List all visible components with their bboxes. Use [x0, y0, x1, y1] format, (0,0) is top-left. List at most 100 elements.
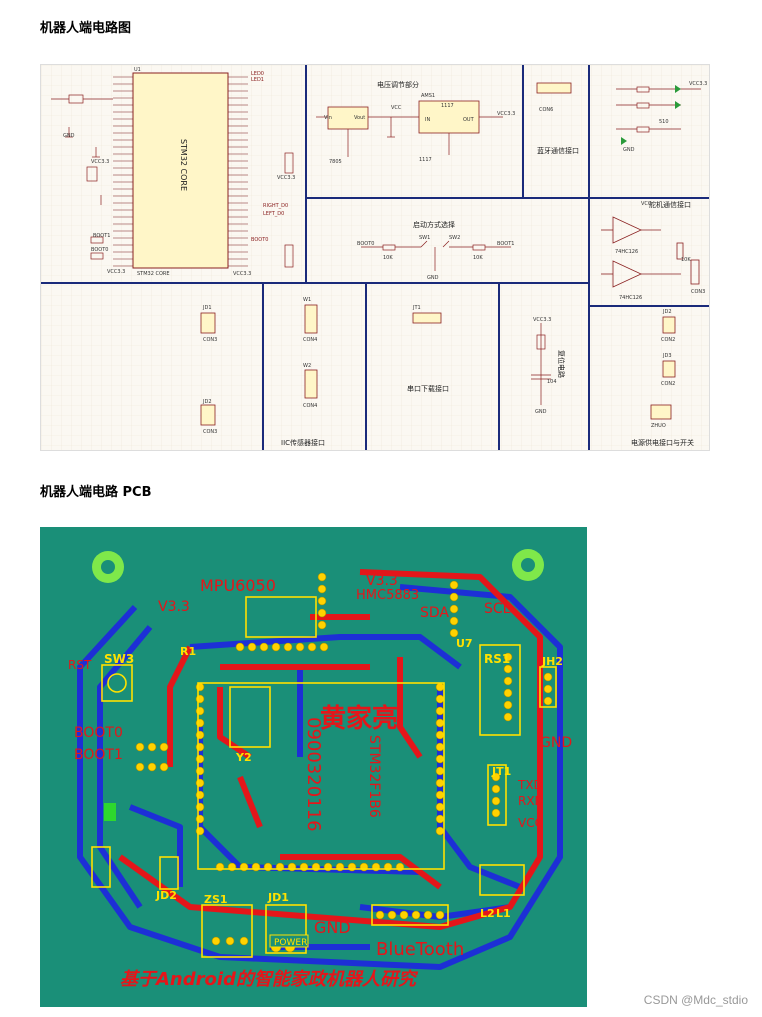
mcu-core-label: STM32 CORE: [179, 139, 188, 191]
silk-author: 黄家亮: [320, 703, 398, 734]
smd-part: [104, 803, 116, 821]
jd3r-label: JD3: [662, 353, 672, 359]
pcb-drawing: MPU6050 V3.3 V3.3 HMC5883 SDA SCL BOOT0 …: [68, 549, 572, 990]
jd3-right-connector: [662, 360, 676, 378]
reset-circuit: [531, 323, 551, 405]
pcb-pads: [135, 572, 553, 953]
silk-red: MPU6050 V3.3 V3.3 HMC5883 SDA SCL BOOT0 …: [68, 573, 572, 990]
w2-con: CON4: [303, 403, 317, 409]
boot0-net: BOOT0: [251, 237, 268, 243]
watermark: CSDN @Mdc_stdio: [643, 993, 748, 1007]
reg-in: IN: [425, 117, 430, 123]
boot-res-1: 10K: [383, 255, 393, 261]
bt-con6: CON6: [539, 107, 553, 113]
boot-section-title: 启动方式选择: [413, 220, 455, 229]
silk-gnd-right: GND: [540, 735, 572, 751]
reset-section-title: 复位电路: [557, 350, 566, 378]
right-vcc-label: VCC3.3: [277, 175, 295, 181]
left-passives: [51, 94, 113, 260]
pcb-heading: 机器人端电路 PCB: [40, 485, 152, 500]
reg-out: OUT: [463, 117, 475, 123]
section-dividers: [41, 65, 709, 450]
schematic-heading: 机器人端电路图: [40, 21, 132, 36]
servo-vcc: VCC: [641, 201, 652, 207]
servo-con3: CON3: [691, 289, 705, 295]
mcu-bottom-label: STM32 CORE: [137, 271, 170, 277]
left-gnd-label: GND: [63, 133, 75, 139]
voltage-section-title: 电压调节部分: [377, 80, 419, 89]
led-diode-1: [675, 85, 681, 93]
silk-sda: SDA: [420, 605, 449, 621]
pcb-image: MPU6050 V3.3 V3.3 HMC5883 SDA SCL BOOT0 …: [40, 527, 587, 1007]
reg-vout: Vout: [354, 115, 365, 121]
mcu-ref: U1: [134, 67, 141, 73]
power-label-box: [269, 934, 309, 948]
silk-bluetooth: BlueTooth: [376, 939, 464, 960]
boot0-net-2: BOOT0: [357, 241, 374, 247]
jd1-con: CON3: [203, 337, 217, 343]
servo-section-title: 舵机通信接口: [649, 200, 691, 209]
led-res: 510: [659, 119, 669, 125]
silk-sw3: SW3: [104, 652, 134, 666]
silk-yellow: SW3 RS1 JH2 JT1 ZS1 JD1 JD2 L2 L1 R1 U7 …: [104, 637, 563, 920]
jt1-connector: [412, 312, 442, 324]
reg-1117: 1117: [419, 157, 432, 163]
jd2-right-connector: [662, 316, 676, 334]
reg-vcc33: VCC3.3: [497, 111, 515, 117]
reg-7805: 7805: [329, 159, 342, 165]
iic-section-title: IIC传感器接口: [281, 438, 325, 447]
jd2r-con: CON2: [661, 337, 675, 343]
reg-ams: AMS1: [421, 93, 435, 99]
mcu-vcc-label: VCC3.3: [107, 269, 125, 275]
led-diode-2: [675, 101, 681, 109]
reg-vin: Vin: [324, 115, 332, 121]
boot-gnd: GND: [427, 275, 439, 281]
boot-res-2: 10K: [473, 255, 483, 261]
silk-zs1: ZS1: [204, 893, 228, 906]
jd2-connector: [200, 404, 216, 426]
jd2-label: JD2: [202, 399, 212, 405]
silk-l1: L1: [496, 907, 511, 920]
regulator-wires: [316, 116, 503, 157]
bt-connector: [536, 82, 572, 94]
led0-label: LED0: [251, 71, 264, 77]
boot1-net-2: BOOT1: [497, 241, 514, 247]
w2-label: W2: [303, 363, 311, 369]
reset-vcc: VCC3.3: [533, 317, 551, 323]
silk-gnd: GND: [314, 918, 351, 937]
boot-sw1: SW1: [419, 235, 430, 241]
buffer-1: 74HC126: [615, 249, 638, 255]
silk-jh2: JH2: [541, 655, 563, 668]
component-outlines: [91, 596, 557, 958]
right-d0-label: RIGHT_D0: [263, 203, 288, 209]
led-vcc: VCC3.3: [689, 81, 707, 87]
silk-vcc: VCC: [518, 816, 543, 830]
left-d0-label: LEFT_D0: [263, 211, 284, 217]
reset-cap: 104: [547, 379, 557, 385]
w1-connector: [304, 304, 318, 334]
right-vcc2-label: VCC3.3: [233, 271, 251, 277]
silk-v33-1: V3.3: [158, 599, 190, 615]
silk-v33-2: V3.3: [366, 573, 398, 589]
led-gnd: GND: [623, 147, 635, 153]
silk-u7: U7: [456, 637, 473, 650]
w1-label: W1: [303, 297, 311, 303]
boot-sw2: SW2: [449, 235, 460, 241]
silk-rxd: RXD: [518, 794, 544, 808]
jt1-label: JT1: [412, 305, 421, 311]
left-vcc-label: VCC3.3: [91, 159, 109, 165]
reg-vcc: VCC: [391, 105, 402, 111]
mcu-pins: [113, 76, 248, 267]
buffer-2: 74HC126: [619, 295, 642, 301]
schematic-drawing: U1 STM32 CORE STM32 CORE GND VCC3.3 BOOT…: [41, 65, 709, 450]
silk-txd: TXD: [517, 778, 543, 792]
buffer-gates: [601, 216, 700, 288]
power-section-title: 电源供电接口与开关: [631, 438, 694, 447]
jd3r-con: CON2: [661, 381, 675, 387]
right-connectors: [284, 152, 294, 268]
w2-connector: [304, 369, 318, 399]
serial-section-title: 串口下载接口: [407, 384, 449, 393]
silk-l2: L2: [480, 907, 495, 920]
bt-section-title: 蓝牙通信接口: [537, 146, 579, 155]
led-circuit: [616, 86, 701, 133]
